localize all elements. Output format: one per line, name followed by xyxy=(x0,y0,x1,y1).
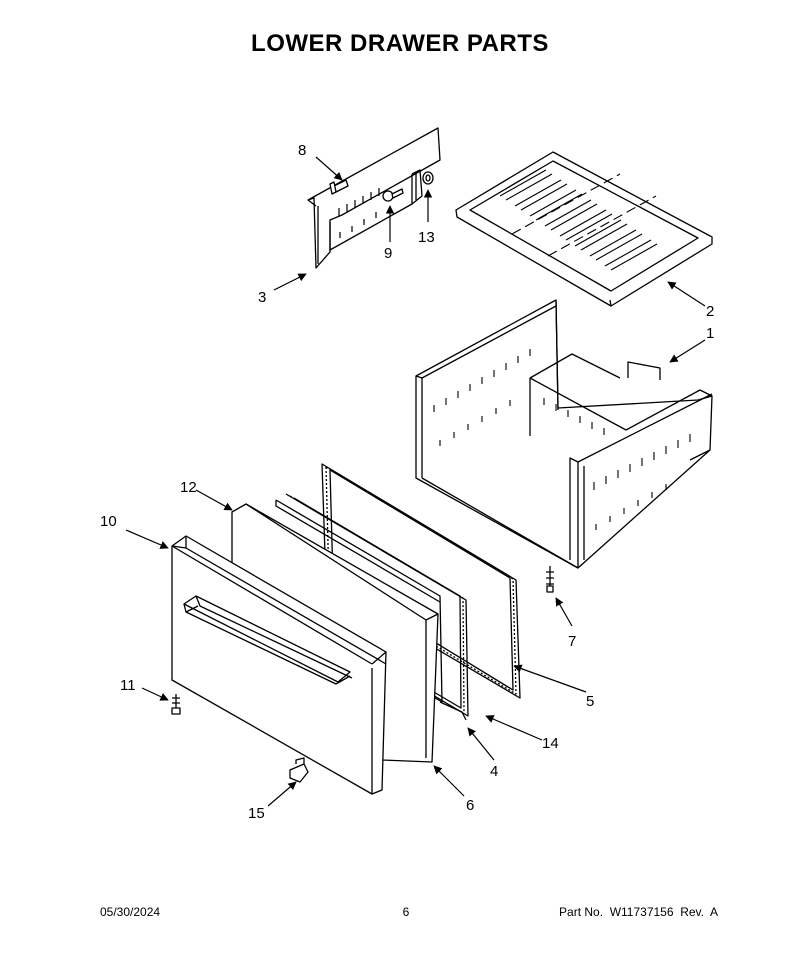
callout-14: 14 xyxy=(542,735,559,752)
clip-part-15 xyxy=(289,757,309,783)
callout-13: 13 xyxy=(418,229,435,246)
callout-arrows xyxy=(125,156,706,807)
callout-6: 6 xyxy=(466,797,474,814)
footer-date: 05/30/2024 xyxy=(100,905,161,919)
callout-12: 12 xyxy=(180,479,197,496)
callout-5: 5 xyxy=(586,693,594,710)
callout-1: 1 xyxy=(706,325,714,342)
washer-part-13 xyxy=(422,171,434,185)
callout-8: 8 xyxy=(298,142,306,159)
callout-7: 7 xyxy=(568,633,576,650)
callout-9: 9 xyxy=(384,245,392,262)
callout-2: 2 xyxy=(706,303,714,320)
grate-tray xyxy=(455,151,713,307)
screw-part-7 xyxy=(546,566,554,593)
footer-part-number: Part No. W11737156 Rev. A xyxy=(559,905,718,919)
footer-page-number: 6 xyxy=(402,905,410,919)
callout-labels: 8 9 13 3 2 1 7 5 14 4 6 12 10 11 15 xyxy=(100,142,714,822)
bolt-part-8 xyxy=(329,179,349,195)
screw-part-11 xyxy=(171,694,181,715)
drawer-bin xyxy=(415,299,713,569)
drawer-front xyxy=(171,535,387,795)
outer-gasket xyxy=(321,463,521,699)
page-title: LOWER DRAWER PARTS xyxy=(251,30,549,57)
callout-15: 15 xyxy=(248,805,265,822)
callout-10: 10 xyxy=(100,513,117,530)
callout-11: 11 xyxy=(120,677,136,694)
rear-bracket xyxy=(307,127,441,269)
callout-4: 4 xyxy=(490,763,498,780)
screw-part-9 xyxy=(382,188,404,202)
callout-3: 3 xyxy=(258,289,266,306)
